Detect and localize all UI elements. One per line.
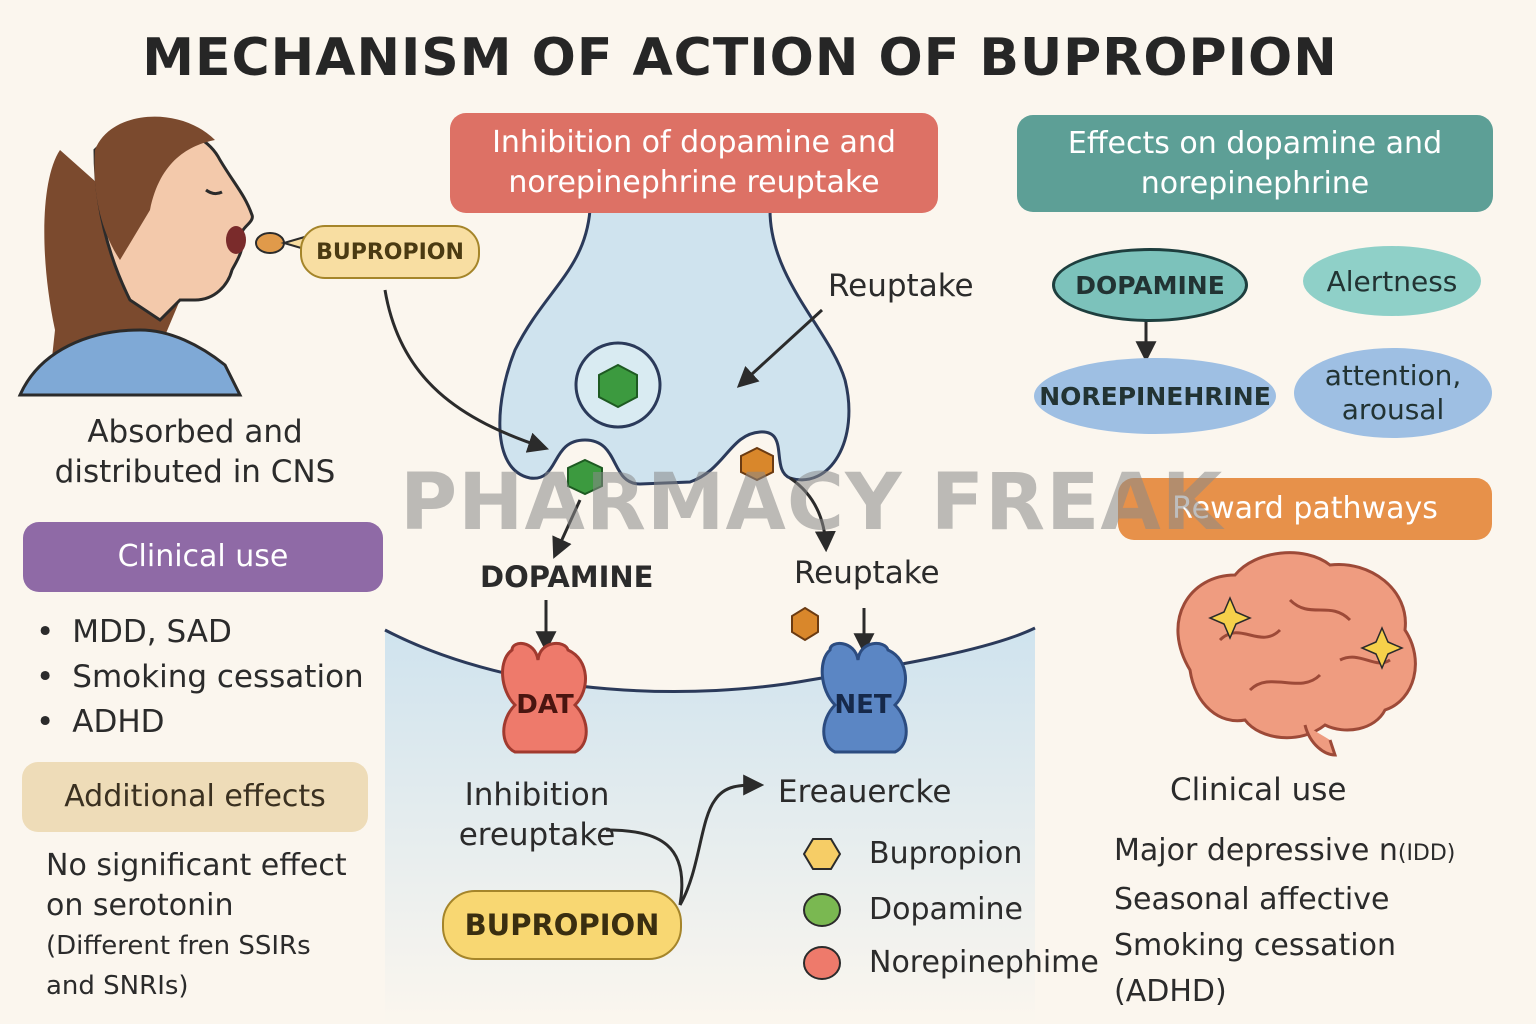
ereauercke-label: Ereauercke [778, 774, 952, 810]
list-item: ADHD [36, 700, 364, 745]
inhibition-banner-line-1: Inhibition of dopamine and [492, 125, 896, 160]
page-title: MECHANISM OF ACTION OF BUPROPION [142, 28, 1338, 88]
circle-icon [803, 892, 841, 927]
inhibition-banner-line-2: norepinephrine reuptake [508, 165, 880, 200]
effects-banner-line-2: norepinephrine [1140, 165, 1370, 201]
list-item: MDD, SAD [36, 610, 364, 655]
alertness-node: Alertness [1303, 246, 1481, 316]
effect-line-4: and SNRIs) [46, 971, 189, 1001]
inhibition-line-1: Inhibition [464, 777, 610, 813]
clinical-use-header-left: Clinical use [23, 522, 383, 592]
legend-item-bupropion: Bupropion [803, 836, 1022, 871]
clinical-use-header-right: Clinical use [1170, 772, 1347, 808]
reward-pathways-header: Reward pathways [1118, 478, 1492, 540]
effect-line-3: (Different fren SSIRs [46, 931, 311, 961]
inhibition-line-2: ereuptake [458, 817, 616, 853]
use-line-1: Major depressive n(IDD) [1114, 828, 1455, 877]
attention-line-1: attention, [1324, 359, 1462, 392]
reuptake-label-top: Reuptake [828, 268, 974, 304]
use-line-2: Seasonal affective [1114, 882, 1390, 917]
dopamine-label-center: DOPAMINE [480, 560, 654, 594]
list-item: Smoking cessation [36, 655, 363, 700]
brain-illustration [1176, 551, 1417, 757]
clinical-use-list: MDD, SAD Smoking cessation ADHD [36, 610, 364, 745]
legend-item-dopamine: Dopamine [803, 892, 1023, 927]
clinical-use-right-list: Major depressive n(IDD) Seasonal affecti… [1114, 828, 1455, 1015]
inhibition-text: Inhibition ereuptake [432, 775, 642, 855]
absorbed-line-1: Absorbed and [87, 414, 303, 450]
bupropion-pill-center-text: BUPROPION [464, 908, 660, 942]
bupropion-pill-text: BUPROPION [316, 239, 464, 265]
use-line-1-text: Major depressive n [1114, 833, 1398, 868]
effect-line-2: on serotonin [46, 888, 234, 923]
bupropion-pill-label: BUPROPION [300, 225, 480, 279]
dat-transporter-label: DAT [516, 690, 574, 720]
additional-effects-header: Additional effects [22, 762, 368, 832]
person-illustration [17, 116, 254, 397]
effect-line-1: No significant effect [46, 848, 347, 883]
absorbed-line-2: distributed in CNS [54, 454, 336, 490]
inhibition-banner: Inhibition of dopamine and norepinephrin… [450, 113, 938, 213]
legend-label: Norepinephime [869, 945, 1099, 980]
bupropion-pill-center: BUPROPION [442, 890, 682, 960]
norepinephrine-node: NOREPINEHRINE [1034, 358, 1276, 434]
use-line-3: Smoking cessation [1114, 928, 1396, 963]
use-line-1-suffix: (IDD) [1397, 841, 1456, 866]
legend-item-norepinephrine: Norepinephime [803, 945, 1099, 980]
additional-effects-text: No significant effect on serotonin (Diff… [46, 846, 347, 1006]
absorbed-text: Absorbed and distributed in CNS [40, 412, 350, 492]
reuptake-label-right: Reuptake [794, 555, 940, 591]
effects-banner-line-1: Effects on dopamine and [1067, 125, 1443, 161]
legend-label: Bupropion [869, 836, 1023, 871]
attention-node: attention, arousal [1294, 348, 1492, 438]
dopamine-node: DOPAMINE [1052, 248, 1248, 322]
circle-icon [803, 945, 841, 980]
watermark-text: PHARMACY FREAK [400, 458, 1224, 548]
legend-label: Dopamine [869, 892, 1023, 927]
use-line-4: (ADHD) [1114, 974, 1227, 1009]
hexagon-icon [803, 837, 841, 870]
attention-line-2: arousal [1341, 393, 1445, 426]
effects-banner: Effects on dopamine and norepinephrine [1017, 115, 1493, 212]
net-transporter-label: NET [834, 690, 892, 720]
